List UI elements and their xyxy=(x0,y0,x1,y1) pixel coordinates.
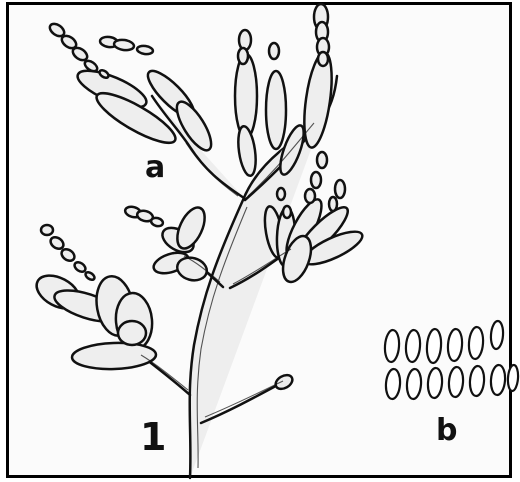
label-b: b xyxy=(436,413,457,448)
spore xyxy=(490,365,506,396)
spore xyxy=(405,330,421,363)
upper-cluster-lobe xyxy=(236,125,259,177)
spore xyxy=(468,327,484,360)
spore xyxy=(385,369,401,400)
spore xyxy=(447,329,463,362)
spore xyxy=(426,329,442,364)
label-1: 1 xyxy=(140,415,166,459)
upper-cluster-lobe xyxy=(266,71,286,149)
upper-cluster-lobe xyxy=(235,54,257,138)
spore xyxy=(490,321,504,350)
spore xyxy=(448,367,464,398)
spore xyxy=(384,330,400,363)
lower-left-lobe xyxy=(118,321,146,345)
spore-grid xyxy=(384,321,519,400)
spore xyxy=(507,365,519,392)
spore xyxy=(427,368,443,399)
main-stem xyxy=(190,125,320,478)
spore xyxy=(406,369,422,400)
spore xyxy=(469,366,485,397)
label-a: a xyxy=(145,150,165,185)
lower-left-lobe xyxy=(72,342,157,371)
